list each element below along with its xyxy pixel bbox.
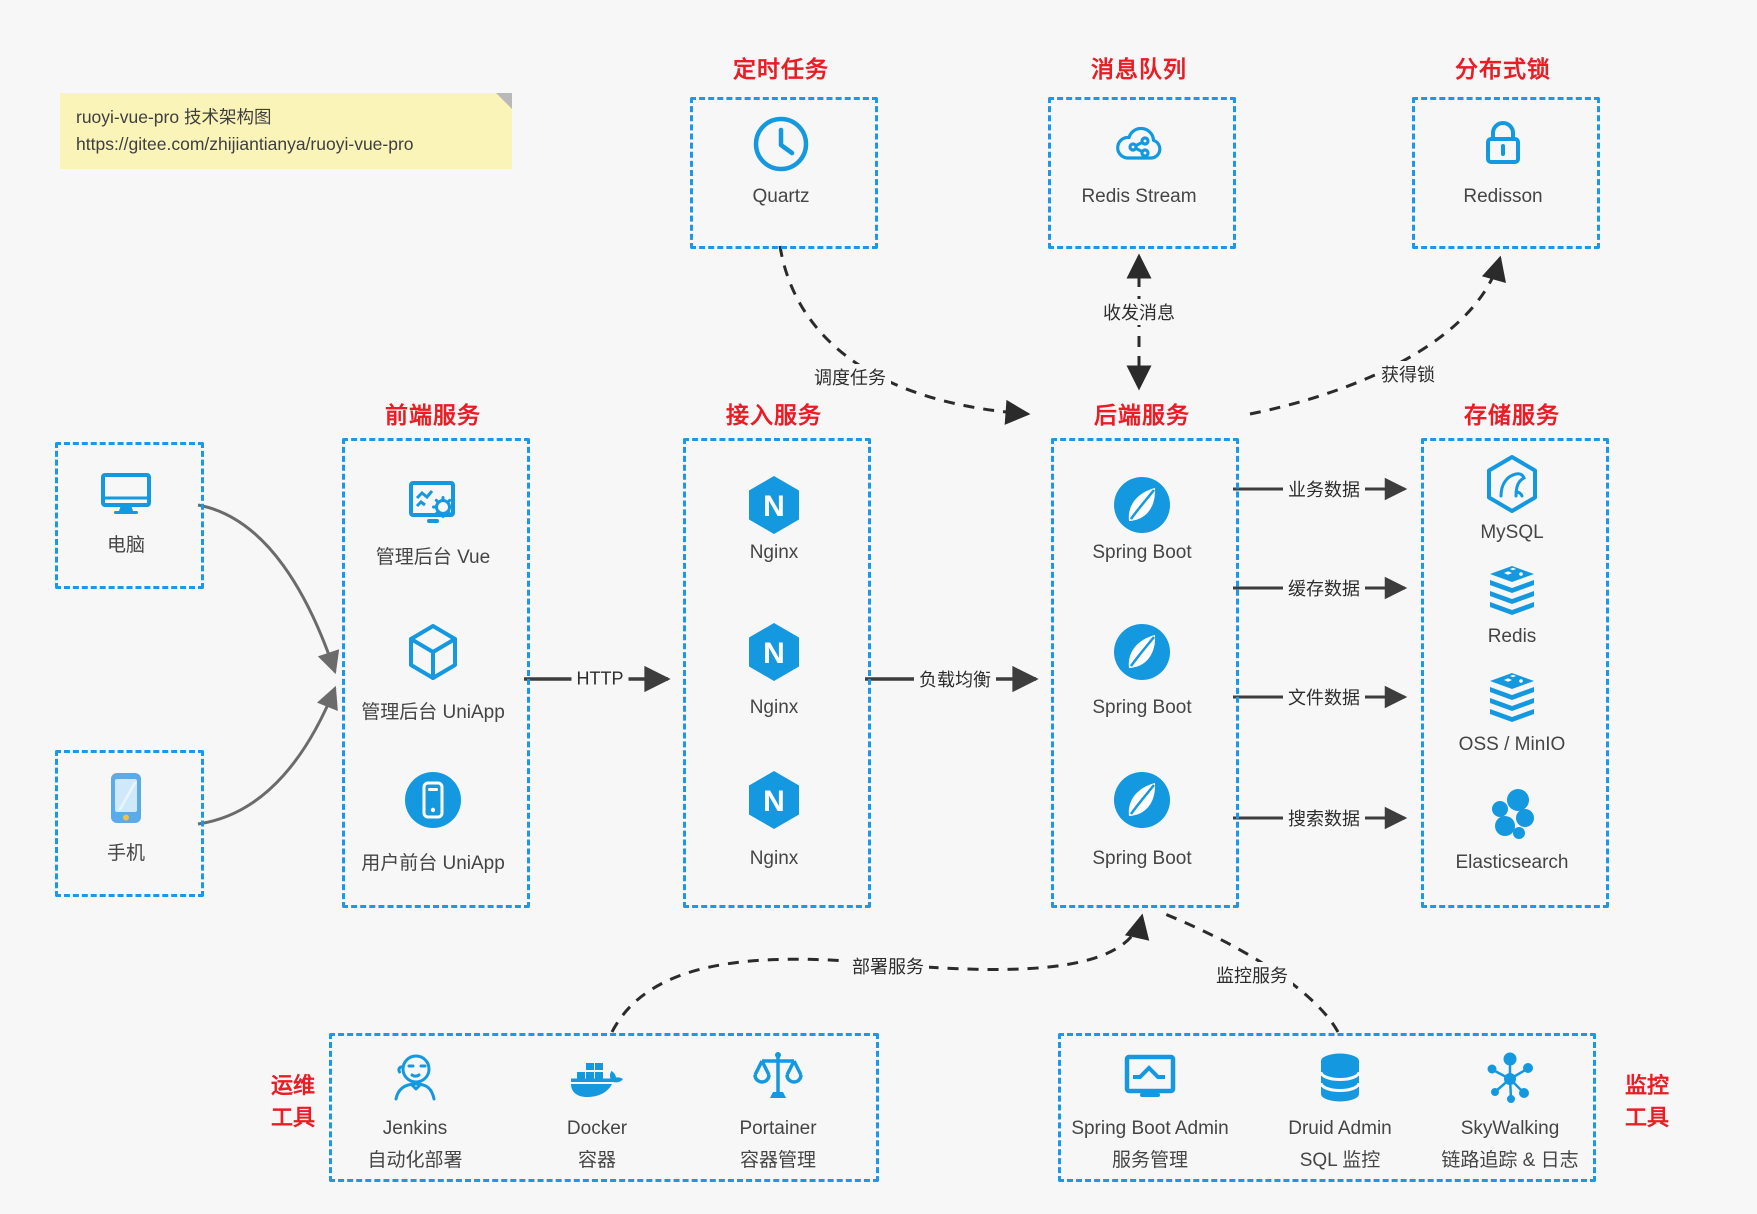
clock-icon xyxy=(749,112,813,176)
edge-label-file-data: 文件数据 xyxy=(1283,684,1365,710)
group-title-scheduled-tasks: 定时任务 xyxy=(733,56,829,82)
jenkins-icon xyxy=(383,1046,447,1110)
box-client-phone xyxy=(55,750,204,897)
monitor-chart-icon xyxy=(1118,1046,1182,1110)
spring-boot-icon xyxy=(1110,768,1174,832)
node-label-admin-vue: 管理后台 Vue xyxy=(375,547,491,568)
edge-label-lock: 获得锁 xyxy=(1376,361,1440,387)
node-label-admin-uniapp: 管理后台 UniApp xyxy=(361,702,505,723)
edge-label-monitor: 监控服务 xyxy=(1211,962,1293,988)
node-label-springboot-3: Spring Boot xyxy=(1092,848,1192,869)
nginx-icon: N xyxy=(742,473,806,537)
tool-desc-docker: 容器 xyxy=(577,1150,617,1171)
node-label-redis: Redis xyxy=(1487,626,1537,647)
column-title-storage: 存储服务 xyxy=(1464,402,1560,428)
note-url: https://gitee.com/zhijiantianya/ruoyi-vu… xyxy=(76,134,414,155)
box-message-queue xyxy=(1048,97,1236,249)
node-label-quartz: Quartz xyxy=(752,186,810,207)
svg-text:N: N xyxy=(763,490,785,523)
client-label-phone: 手机 xyxy=(106,843,146,864)
node-label-elasticsearch: Elasticsearch xyxy=(1455,852,1569,873)
monitoring-label-line2: 工具 xyxy=(1624,1105,1669,1130)
svg-text:N: N xyxy=(763,637,785,670)
tool-desc-skywalking: 链路追踪 & 日志 xyxy=(1441,1150,1579,1171)
box-backend xyxy=(1051,438,1239,908)
box-distributed-lock xyxy=(1412,97,1600,249)
spring-boot-icon xyxy=(1110,620,1174,684)
mobile-app-icon xyxy=(401,768,465,832)
tool-desc-jenkins: 自动化部署 xyxy=(367,1150,463,1171)
note-title: ruoyi-vue-pro 技术架构图 xyxy=(76,107,272,127)
tool-name-portainer: Portainer xyxy=(739,1118,817,1139)
tool-name-docker: Docker xyxy=(566,1118,628,1139)
elasticsearch-icon xyxy=(1480,783,1544,847)
tool-name-springboot-admin: Spring Boot Admin xyxy=(1071,1118,1229,1139)
tool-desc-druid-admin: SQL 监控 xyxy=(1299,1150,1381,1171)
ops-tools-label: 运维 工具 xyxy=(248,1070,338,1134)
ops-label-line2: 工具 xyxy=(270,1105,315,1130)
box-client-desktop xyxy=(55,442,204,589)
database-icon xyxy=(1308,1046,1372,1110)
box-gateway xyxy=(683,438,871,908)
spring-boot-icon xyxy=(1110,473,1174,537)
node-label-nginx-1: Nginx xyxy=(749,542,799,563)
column-title-backend: 后端服务 xyxy=(1094,402,1190,428)
client-label-desktop: 电脑 xyxy=(106,535,146,556)
nginx-icon: N xyxy=(742,620,806,684)
layers-icon xyxy=(1480,558,1544,622)
tool-name-jenkins: Jenkins xyxy=(382,1118,448,1139)
tool-name-skywalking: SkyWalking xyxy=(1460,1118,1560,1139)
tool-name-druid-admin: Druid Admin xyxy=(1288,1118,1392,1139)
uniapp-cube-icon xyxy=(401,620,465,684)
node-label-redisson: Redisson xyxy=(1463,186,1543,207)
node-label-redis-stream: Redis Stream xyxy=(1081,186,1197,207)
edge-label-cache-data: 缓存数据 xyxy=(1283,575,1365,601)
layers-icon xyxy=(1480,665,1544,729)
box-storage xyxy=(1421,438,1609,908)
edge-label-deploy: 部署服务 xyxy=(847,953,929,979)
box-frontend xyxy=(342,438,530,908)
topology-icon xyxy=(1478,1046,1542,1110)
mysql-icon xyxy=(1480,452,1544,516)
edge-label-message: 收发消息 xyxy=(1098,299,1180,325)
edge-label-business-data: 业务数据 xyxy=(1283,476,1365,502)
monitoring-tools-label: 监控 工具 xyxy=(1602,1070,1692,1134)
node-label-nginx-2: Nginx xyxy=(749,697,799,718)
column-title-frontend: 前端服务 xyxy=(385,402,481,428)
monitoring-label-line1: 监控 xyxy=(1624,1073,1669,1098)
group-title-message-queue: 消息队列 xyxy=(1091,56,1187,82)
edge-desktop-to-frontend xyxy=(197,503,340,675)
nginx-icon: N xyxy=(742,768,806,832)
node-label-mysql: MySQL xyxy=(1480,522,1544,543)
edge-phone-to-frontend xyxy=(197,685,338,826)
edge-label-search-data: 搜索数据 xyxy=(1283,805,1365,831)
box-scheduled-tasks xyxy=(690,97,878,249)
node-label-oss-minio: OSS / MinIO xyxy=(1458,734,1566,755)
desktop-icon xyxy=(94,462,158,526)
lock-icon xyxy=(1471,112,1535,176)
box-ops-tools xyxy=(329,1033,879,1182)
node-label-user-uniapp: 用户前台 UniApp xyxy=(361,853,505,874)
scales-icon xyxy=(746,1046,810,1110)
note-fold-corner xyxy=(496,93,512,109)
node-label-springboot-2: Spring Boot xyxy=(1092,697,1192,718)
smartphone-icon xyxy=(94,766,158,830)
docker-whale-icon xyxy=(565,1046,629,1110)
group-title-distributed-lock: 分布式锁 xyxy=(1455,56,1551,82)
sticky-note: ruoyi-vue-pro 技术架构图 https://gitee.com/zh… xyxy=(60,93,512,169)
node-label-springboot-1: Spring Boot xyxy=(1092,542,1192,563)
node-label-nginx-3: Nginx xyxy=(749,848,799,869)
edge-label-load-balance: 负载均衡 xyxy=(914,666,996,692)
box-monitoring-tools xyxy=(1058,1033,1596,1182)
ops-label-line1: 运维 xyxy=(270,1073,315,1098)
admin-monitor-gear-icon xyxy=(401,473,465,537)
edge-label-schedule: 调度任务 xyxy=(809,364,891,390)
tool-desc-springboot-admin: 服务管理 xyxy=(1111,1150,1189,1171)
cloud-network-icon xyxy=(1107,112,1171,176)
column-title-gateway: 接入服务 xyxy=(726,402,822,428)
tool-desc-portainer: 容器管理 xyxy=(739,1150,817,1171)
svg-text:N: N xyxy=(763,785,785,818)
edge-lock xyxy=(1249,255,1506,416)
edge-label-http: HTTP xyxy=(571,668,629,690)
